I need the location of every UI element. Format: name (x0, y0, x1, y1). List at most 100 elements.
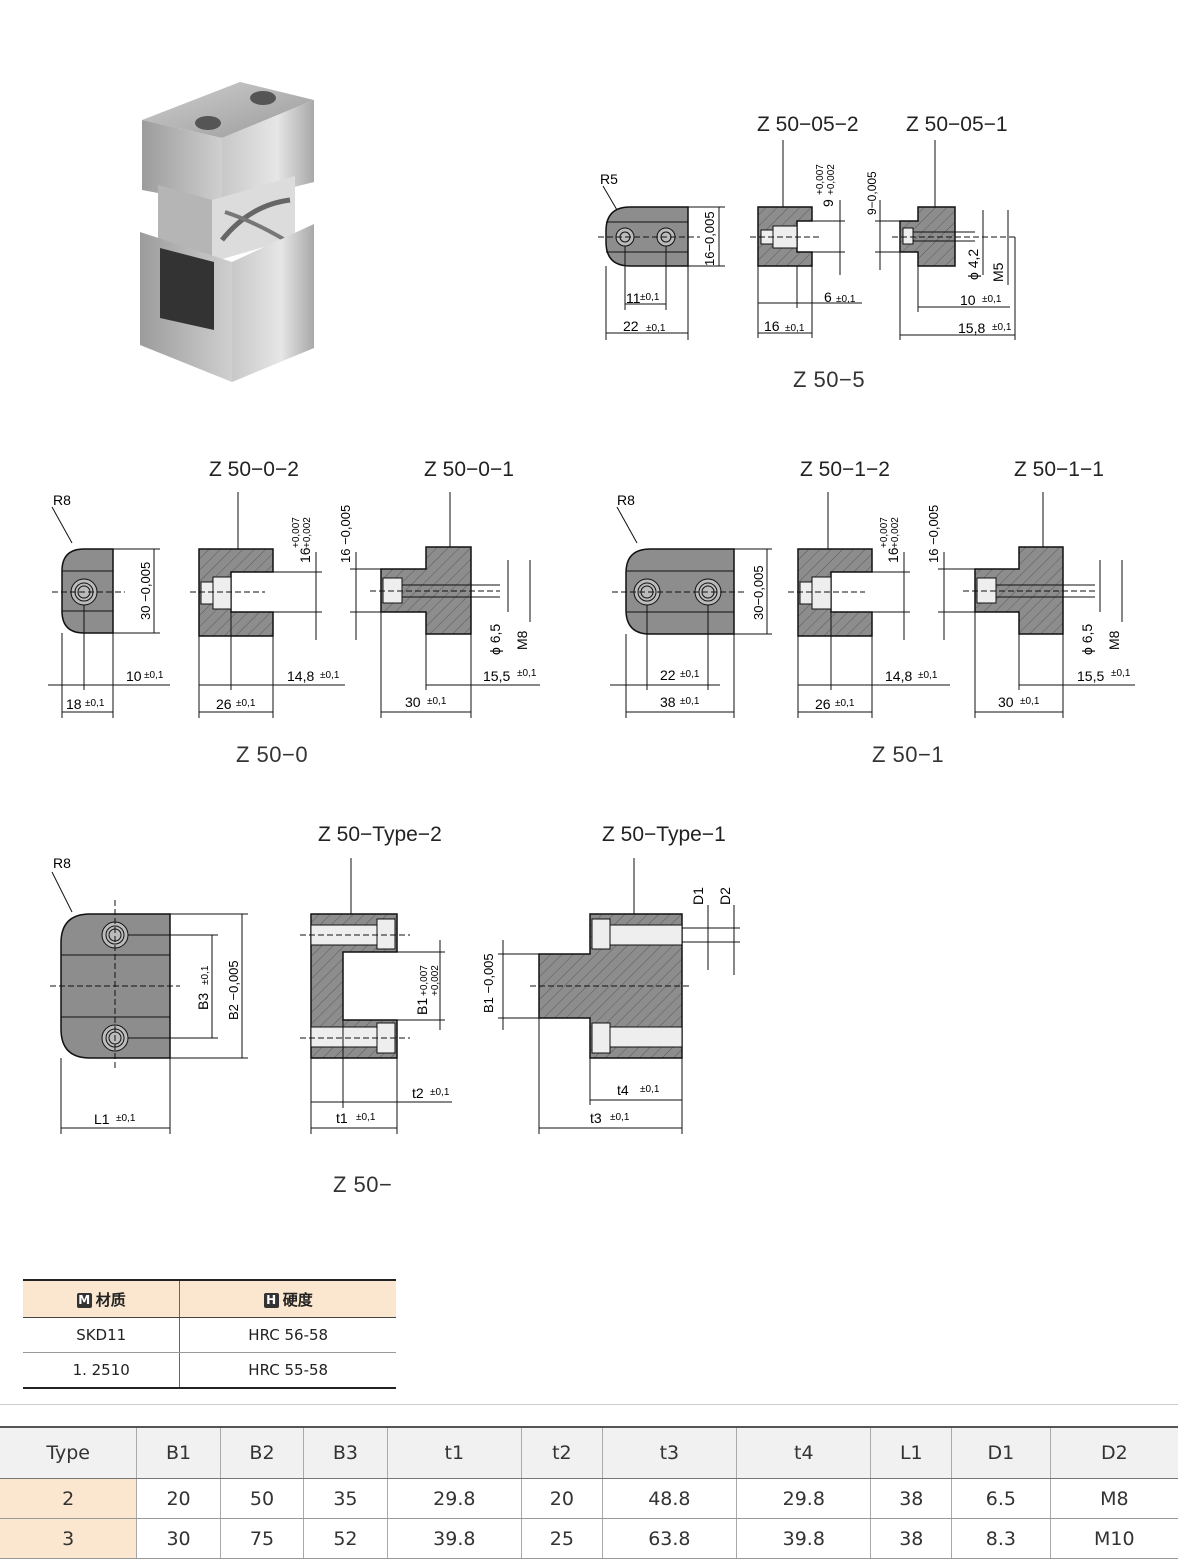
caption-z50-5: Z 50−5 (793, 367, 866, 392)
hardness-header-label: 硬度 (282, 1290, 313, 1309)
tol: +0,002 (302, 517, 313, 548)
table-row: SKD11 HRC 56-58 (23, 1317, 396, 1353)
tol: +0,007 (291, 517, 302, 548)
dim-10-0: 10 (126, 668, 142, 684)
spec-cell-b2: 50 (219, 1478, 304, 1519)
spec-header-t1: t1 (386, 1426, 522, 1479)
dim-16: 16 (764, 318, 780, 334)
dim-15-5-0: 15,5 (483, 668, 510, 684)
spec-cell-t1: 29.8 (386, 1478, 522, 1519)
dim-6-tol: ±0,1 (836, 294, 856, 305)
dim-t2: t2 (412, 1085, 424, 1101)
dim-b1-a: B1 (414, 998, 430, 1015)
spec-header-b2: B2 (219, 1426, 304, 1479)
tol: ±0,1 (236, 698, 256, 709)
dim-b3: B3 (195, 993, 211, 1010)
material-cell: 1. 2510 (23, 1352, 180, 1389)
spec-header-type: Type (0, 1426, 137, 1479)
spec-cell-type: 2 (0, 1478, 137, 1519)
spec-cell-b1: 30 (136, 1518, 221, 1559)
dim-30-0: 30 (405, 694, 421, 710)
label-z50-0-2: Z 50−0−2 (209, 458, 299, 481)
dim-26-0: 26 (216, 696, 232, 712)
dim-14-8-0: 14,8 (287, 668, 314, 684)
spec-cell-t3: 63.8 (601, 1518, 737, 1559)
dim-16-1: 16 (885, 547, 901, 563)
label-z50-05-2: Z 50−05−2 (757, 113, 859, 136)
spec-cell-t4: 39.8 (736, 1518, 871, 1559)
dim-22-tol: ±0,1 (646, 323, 666, 334)
spec-cell-t4: 29.8 (736, 1478, 871, 1519)
dim-16-005-1: 16 −0,005 (926, 505, 941, 563)
tol: ±0,1 (640, 1084, 660, 1095)
dim-16-005-0: 16 −0,005 (338, 505, 353, 563)
dim-16-005: 16−0,005 (702, 211, 717, 266)
spec-cell-d2: M10 (1049, 1518, 1178, 1559)
dim-15-8: 15,8 (958, 320, 985, 336)
dim-9-005: 9−0,005 (865, 171, 879, 215)
tol: ±0,1 (356, 1112, 376, 1123)
tol: ±0,1 (517, 668, 537, 679)
spec-cell-b2: 75 (219, 1518, 304, 1559)
dim-38-1: 38 (660, 694, 676, 710)
spec-cell-t1: 39.8 (386, 1518, 522, 1559)
caption-z50-type: Z 50− (333, 1172, 393, 1197)
dim-phi6-5-1: ϕ 6,5 (1079, 624, 1095, 655)
dim-t4: t4 (617, 1082, 629, 1098)
dim-16-0: 16 (297, 547, 313, 563)
dim-d1: D1 (690, 887, 706, 905)
spec-header-b1: B1 (136, 1426, 221, 1479)
spec-header-d2: D2 (1049, 1426, 1178, 1479)
spec-cell-l1: 38 (870, 1518, 952, 1559)
spec-header-b3: B3 (303, 1426, 388, 1479)
dim-18: 18 (66, 696, 82, 712)
spec-header-t2: t2 (521, 1426, 603, 1479)
label-z50-0-1: Z 50−0−1 (424, 458, 514, 481)
label-z50-05-1: Z 50−05−1 (906, 113, 1008, 136)
label-z50-1-2: Z 50−1−2 (800, 458, 890, 481)
label-z50-1-1: Z 50−1−1 (1014, 458, 1104, 481)
tol: ±0,1 (85, 698, 105, 709)
dim-6: 6 (824, 289, 832, 305)
spec-cell-b1: 20 (136, 1478, 221, 1519)
spec-cell-b3: 52 (303, 1518, 388, 1559)
dim-r8-0: R8 (53, 492, 71, 508)
tol: +0,002 (890, 517, 901, 548)
dim-m8-0: M8 (514, 630, 530, 650)
spec-cell-l1: 38 (870, 1478, 952, 1519)
dim-r8-type: R8 (53, 855, 71, 871)
tol: ±0,1 (320, 670, 340, 681)
dim-30-005: 30 −0,005 (138, 562, 153, 620)
spec-cell-type: 3 (0, 1518, 137, 1559)
dim-11: 11 (626, 290, 641, 306)
material-badge-icon: M (76, 1292, 92, 1308)
spec-header-l1: L1 (870, 1426, 952, 1479)
dim-t3: t3 (590, 1110, 602, 1126)
dim-9: 9 (820, 199, 836, 207)
dim-9-tol-low: +0,002 (826, 164, 837, 195)
hardness-cell: HRC 56-58 (179, 1317, 396, 1353)
dim-16-tol: ±0,1 (785, 323, 805, 334)
spec-header-t3: t3 (601, 1426, 737, 1479)
divider (0, 1404, 1178, 1405)
dim-15-5-1: 15,5 (1077, 668, 1104, 684)
dim-phi4-2: ϕ 4,2 (965, 249, 981, 280)
dim-10-tol: ±0,1 (982, 294, 1002, 305)
spec-cell-b3: 35 (303, 1478, 388, 1519)
tol: ±0,1 (144, 670, 164, 681)
dim-b1-b: B1 −0,005 (481, 953, 496, 1013)
spec-cell-d1: 8.3 (951, 1518, 1051, 1559)
tol: ±0,1 (835, 698, 855, 709)
dim-b2: B2 −0,005 (226, 960, 241, 1020)
tol: +0,002 (430, 965, 441, 996)
tol: ±0,1 (680, 696, 700, 707)
spec-cell-t3: 48.8 (601, 1478, 737, 1519)
hardness-cell: HRC 55-58 (179, 1352, 396, 1389)
